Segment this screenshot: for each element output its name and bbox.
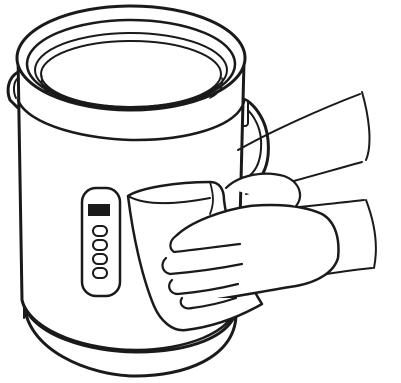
display-screen <box>88 204 110 216</box>
control-panel <box>82 188 120 296</box>
left-handle <box>8 72 18 108</box>
top-rim <box>17 6 245 110</box>
